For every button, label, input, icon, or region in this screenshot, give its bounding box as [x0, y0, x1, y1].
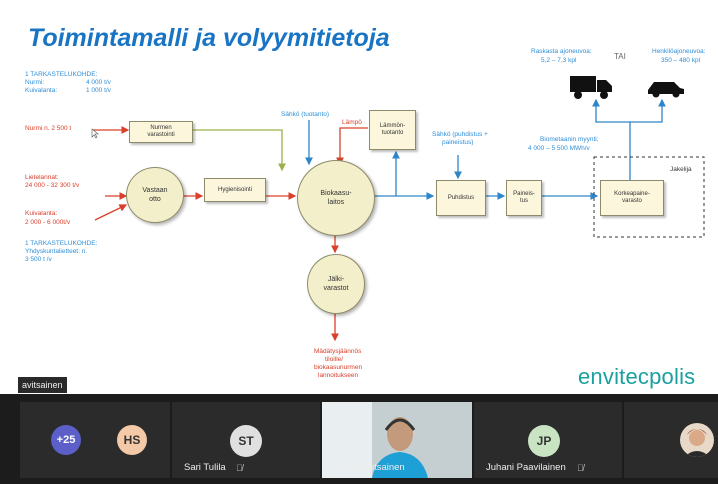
label-sahko-puhdistus-1: Sähkö (puhdistus +	[432, 131, 488, 138]
label-biometaani-2: 4 000 – 5 500 MWh/v	[528, 145, 590, 152]
truck-icon	[570, 76, 612, 99]
participant-tile-group[interactable]	[20, 402, 170, 478]
node-puhdistus: Puhdistus	[436, 180, 486, 216]
tarkastelu2-heading: 1 TARKASTELUKOHDE:	[25, 240, 98, 247]
left-info-nurmi-label: Nurmi:	[25, 79, 45, 86]
node-korkeapainevarasto: Korkeapaine-varasto	[600, 180, 664, 216]
label-madatys-3: biokaasunurmen	[314, 364, 363, 371]
participant-name-toni: Toni Havitsainen	[335, 462, 405, 473]
node-biokaasu-line2: laitos	[327, 199, 345, 206]
label-madatys-1: Mädätysjäännös	[314, 348, 362, 355]
node-nurmen-line1: Nurmen	[150, 125, 172, 131]
node-biokaasulaitos: Biokaasu-laitos	[297, 160, 375, 236]
label-madatys-2: tiloille/	[325, 356, 344, 363]
participant-name-juhani: Juhani Paavilainen	[486, 462, 566, 473]
label-biometaani-1: Biometaanin myynti;	[540, 136, 599, 143]
tarkastelu2-line3: 3 500 t /v	[25, 256, 52, 263]
mic-off-icon-juhani: 🎙̸	[577, 463, 584, 473]
presenter-name-tag: avitsainen	[18, 377, 67, 393]
node-korkeapaine-line2: varasto	[622, 198, 642, 204]
kuivalanta-label: Kuivalanta:	[25, 210, 58, 217]
lietelannat-value: 24 000 - 32 300 t/v	[25, 182, 80, 189]
node-vastaan-line2: otto	[149, 196, 161, 203]
participant-avatar-jp: JP	[528, 425, 560, 457]
label-jakelija: Jakelija	[670, 166, 692, 173]
label-raskasta-2: 5,2 – 7,3 kpl	[541, 57, 577, 64]
participant-photo-avatar	[680, 423, 714, 457]
node-jalki-line1: Jälki-	[327, 276, 345, 283]
node-nurmen-line2: varastointi	[147, 132, 175, 138]
tarkastelu2-line2: Yhdyskuntalietteet: n.	[25, 248, 88, 255]
node-hygienisointi: Hygienisointi	[204, 178, 266, 202]
more-participants-button[interactable]: +25	[51, 425, 81, 455]
left-info-heading: 1 TARKASTELUKOHDE:	[25, 71, 98, 78]
node-paineistus-line2: tus	[519, 198, 528, 204]
nurmi-input-label: Nurmi n. 2 500 t	[25, 125, 72, 132]
label-lampo: Lämpö	[342, 119, 362, 126]
node-paineistus: Paineis-tus	[506, 180, 542, 216]
label-henkilo-1: Henkilöajoneuvoa:	[652, 48, 706, 55]
node-lammon-line2: tuotanto	[381, 130, 404, 136]
label-henkilo-2: 350 – 480 kpl	[661, 57, 701, 64]
mic-off-icon: 🎙̸	[236, 463, 243, 473]
participant-avatar-hs[interactable]: HS	[117, 425, 147, 455]
participant-name-sari: Sari Tulila	[184, 462, 226, 473]
kuivalanta-value: 2 000 - 6 000t/v	[25, 219, 71, 226]
video-feed-icon	[322, 402, 472, 478]
node-paineistus-line1: Paineis-	[513, 191, 535, 197]
label-sahko-tuotanto: Sähkö (tuotanto)	[281, 111, 330, 118]
node-korkeapaine-line1: Korkeapaine-	[614, 191, 650, 197]
label-sahko-puhdistus-2: paineistus)	[442, 139, 474, 146]
node-vastaan-line1: Vastaan	[142, 187, 168, 194]
node-jalki-line2: varastot	[323, 285, 349, 292]
node-vastaanotto: Vastaan otto	[126, 167, 184, 223]
node-biokaasu-line1: Biokaasu-	[320, 190, 352, 197]
node-jalkivarastot: Jälki-varastot	[307, 254, 365, 314]
car-icon	[648, 82, 684, 98]
participant-video-toni[interactable]	[322, 402, 472, 478]
label-tai: TAI	[614, 52, 626, 61]
left-info-nurmi-value: 4 000 t/v	[86, 79, 111, 86]
node-lammontuotanto: Lämmön-tuotanto	[369, 110, 416, 150]
flow-arrows	[91, 98, 705, 342]
left-info-kuivalanta-value: 1 000 t/v	[86, 87, 111, 94]
lietelannat-label: Lietelannat:	[25, 174, 59, 181]
left-info-kuivalanta-label: Kuivalanta:	[25, 87, 58, 94]
node-lammon-line1: Lämmön-	[379, 123, 406, 129]
slide-title: Toimintamalli ja volyymitietoja	[28, 24, 390, 52]
label-madatys-4: lannoitukseen	[318, 372, 359, 379]
participant-avatar-st: ST	[230, 425, 262, 457]
label-raskasta-1: Raskasta ajoneuvoa:	[531, 48, 592, 55]
envitecpolis-logo: envitecpolis	[578, 364, 696, 389]
